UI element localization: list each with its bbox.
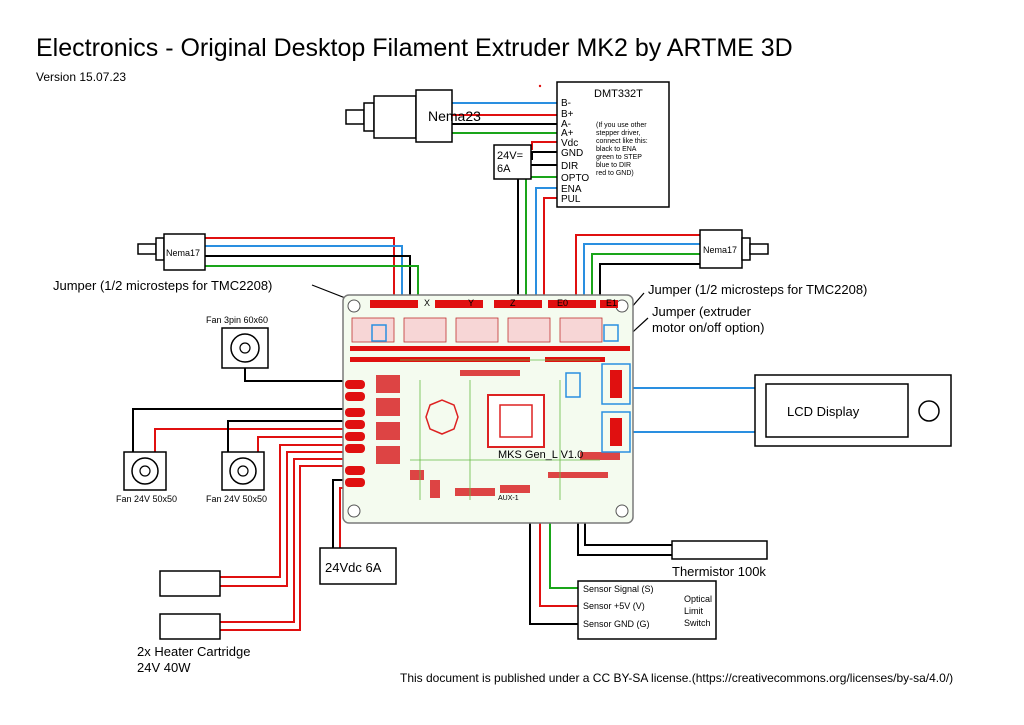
driver-pin-opto: OPTO [561, 173, 589, 184]
nema17-right-motor: Nema17 [699, 229, 769, 269]
sensor-signal-label: Sensor Signal (S) [583, 584, 654, 594]
wire-nema17l-green [205, 265, 419, 303]
wire-nema17l-red [205, 237, 395, 303]
main-psu-label: 24Vdc 6A [325, 560, 382, 575]
wire-nema17r-green [591, 253, 700, 303]
mks-gen-l-board: X Y Z E0 E1 [342, 294, 634, 524]
fan-3pin: Fan 3pin 60x60 [206, 315, 269, 369]
nema17-left-label: Nema17 [166, 248, 200, 258]
optical-limit-switch: Sensor Signal (S) Sensor +5V (V) Sensor … [577, 580, 717, 640]
sensor-type-2: Limit [684, 606, 704, 616]
wire-psu-black [332, 479, 345, 548]
wire-heater1-b [220, 451, 345, 587]
nema23-motor: Nema23 [345, 89, 481, 143]
driver-pin-aplus: A+ [561, 128, 574, 139]
nema23-label: Nema23 [428, 108, 481, 124]
axis-label-z: Z [510, 298, 516, 308]
main-psu: 24Vdc 6A [319, 547, 397, 585]
mcu-chip [487, 394, 545, 448]
heater-label-1: 2x Heater Cartridge [137, 644, 250, 659]
driver-psu: 24V= 6A [493, 144, 532, 180]
heater-label-2: 24V 40W [137, 660, 191, 675]
version-label: Version 15.07.23 [36, 70, 127, 84]
usb-component [425, 399, 459, 435]
wire-fan1-red [154, 428, 345, 452]
fan-3pin-label: Fan 3pin 60x60 [206, 315, 268, 325]
wire-fan1-black [132, 408, 345, 452]
board-name: MKS Gen_L V1.0 [498, 449, 583, 461]
wire-heater1-a [220, 444, 345, 578]
driver-pin-pul: PUL [561, 194, 581, 205]
pin-rows [350, 346, 630, 362]
driver-psu-current: 6A [497, 163, 511, 175]
wire-nema17r-black [599, 263, 700, 303]
wire-heater2-b [220, 465, 345, 631]
thermistor: Thermistor 100k [671, 540, 768, 579]
wire-sensor-signal [549, 500, 578, 589]
stepper-headers [370, 300, 618, 308]
mosfets [376, 375, 400, 464]
wire-sensor-gnd [529, 500, 578, 625]
page-title: Electronics - Original Desktop Filament … [36, 34, 793, 62]
wire-nema17r-blue [583, 243, 700, 303]
lcd-label: LCD Display [787, 404, 860, 419]
jumper-right-label: Jumper (1/2 microsteps for TMC2208) [648, 282, 867, 297]
driver-note-5: green to STEP [596, 154, 642, 161]
encoder-knob-icon [918, 400, 940, 422]
axis-label-y: Y [468, 298, 474, 308]
heater-cartridges: 2x Heater Cartridge 24V 40W [137, 570, 250, 675]
thermistor-label: Thermistor 100k [672, 564, 766, 579]
driver-pin-aminus: A- [561, 119, 571, 130]
sensor-type-1: Optical [684, 594, 712, 604]
wire-heater2-a [220, 458, 345, 623]
aux-label: AUX-1 [498, 495, 519, 502]
driver-pin-gnd: GND [561, 148, 583, 159]
fan-24v-1: Fan 24V 50x50 [116, 451, 177, 504]
driver-note-7: red to GND) [596, 170, 634, 177]
axis-label-e1: E1 [606, 298, 617, 308]
jumper-extruder-label-2: motor on/off option) [652, 320, 765, 335]
driver-note-2: stepper driver, [596, 130, 640, 137]
wire-sensor-vcc [539, 500, 578, 607]
driver-note-6: blue to DIR [596, 162, 631, 169]
sensor-type-3: Switch [684, 618, 711, 628]
driver-sockets [351, 317, 603, 343]
nema17-left-motor: Nema17 [137, 233, 206, 271]
axis-label-e0: E0 [557, 298, 568, 308]
jumper-left-label: Jumper (1/2 microsteps for TMC2208) [53, 278, 272, 293]
wire-nema17l-black [205, 255, 411, 303]
wire-nema17r-red [575, 234, 700, 303]
driver-note-3: connect like this: [596, 138, 648, 145]
wire-driver-gnd [531, 151, 557, 160]
driver-psu-voltage: 24V= [497, 150, 523, 162]
driver-pin-bminus: B- [561, 98, 571, 109]
fan-24v-1-label: Fan 24V 50x50 [116, 494, 177, 504]
wire-fan2-red [257, 436, 345, 452]
driver-name: DMT332T [594, 88, 643, 100]
lcd-display: LCD Display [754, 374, 952, 447]
driver-pin-bplus: B+ [561, 109, 574, 120]
fan-24v-2-label: Fan 24V 50x50 [206, 494, 267, 504]
jumper-extruder-label-1: Jumper (extruder [652, 304, 752, 319]
heater-2 [159, 613, 221, 640]
sensor-vcc-label: Sensor +5V (V) [583, 601, 645, 611]
stepper-driver: DMT332T B- B+ A- A+ Vdc GND DIR OPTO ENA… [556, 81, 670, 208]
heater-1 [159, 570, 221, 597]
fan-24v-2: Fan 24V 50x50 [206, 451, 267, 504]
driver-note-1: (If you use other [596, 122, 647, 129]
wire-fan2-black [227, 420, 345, 452]
power-terminals [345, 380, 365, 487]
sensor-gnd-label: Sensor GND (G) [583, 619, 650, 629]
nema17-right-label: Nema17 [703, 245, 737, 255]
wire-driver-vdc [531, 141, 557, 150]
axis-label-x: X [424, 298, 430, 308]
driver-pin-ena: ENA [561, 184, 582, 195]
driver-pin-dir: DIR [561, 161, 578, 172]
driver-pin-vdc: Vdc [561, 138, 578, 149]
license-notice: This document is published under a CC BY… [400, 671, 954, 685]
wire-nema17l-blue [205, 245, 403, 303]
wire-fan3pin [244, 368, 345, 382]
driver-note-4: black to ENA [596, 146, 637, 153]
